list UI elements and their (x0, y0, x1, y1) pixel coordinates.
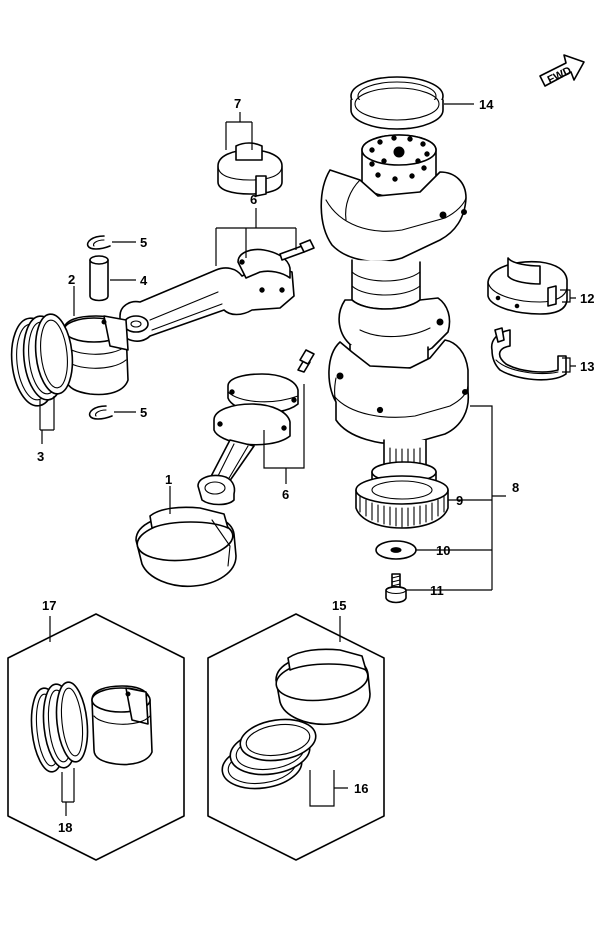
conrod-bearing-part (217, 142, 283, 197)
callout-13: 13 (580, 359, 594, 374)
circlip-lower-part (88, 405, 113, 420)
callout-5-lower: 5 (140, 405, 147, 420)
fwd-arrow: FWD (539, 54, 585, 87)
main-bearing-upper-part (487, 257, 568, 315)
piston-upper-part (63, 315, 129, 396)
crank-bolt-part (385, 573, 407, 604)
oil-seal-part (350, 76, 444, 130)
piston-pin-part (89, 255, 109, 302)
callout-labels: 14 7 6 5 4 2 5 3 6 1 12 13 8 9 10 11 17 … (37, 96, 594, 835)
callout-14: 14 (479, 97, 494, 112)
callout-18: 18 (58, 820, 72, 835)
washer-part (375, 540, 417, 560)
callout-11: 11 (430, 583, 444, 598)
callout-4: 4 (140, 273, 148, 288)
connecting-rod-upper-part (119, 239, 315, 342)
callout-10: 10 (436, 543, 450, 558)
piston-set-box-15 (207, 613, 385, 861)
callout-17: 17 (42, 598, 56, 613)
piston-rings-part (10, 313, 74, 407)
crankshaft-gear-part (355, 461, 449, 529)
callout-12: 12 (580, 291, 594, 306)
crankshaft-part (320, 134, 470, 472)
piston-lower-part (135, 506, 237, 588)
callout-9: 9 (456, 493, 463, 508)
callout-1: 1 (165, 472, 172, 487)
callout-15: 15 (332, 598, 346, 613)
connecting-rod-lower-part (197, 349, 315, 506)
callout-6-lower: 6 (282, 487, 289, 502)
callout-8: 8 (512, 480, 519, 495)
callout-6-upper: 6 (250, 192, 257, 207)
circlip-upper-part (86, 235, 111, 250)
callout-16: 16 (354, 781, 368, 796)
fwd-label: FWD (546, 65, 574, 87)
leader-lines (39, 103, 576, 816)
main-bearing-lower-part (490, 327, 567, 381)
callout-2: 2 (68, 272, 75, 287)
callout-5-upper: 5 (140, 235, 147, 250)
callout-3: 3 (37, 449, 44, 464)
callout-7: 7 (234, 96, 241, 111)
piston-set-box-17 (7, 613, 185, 861)
